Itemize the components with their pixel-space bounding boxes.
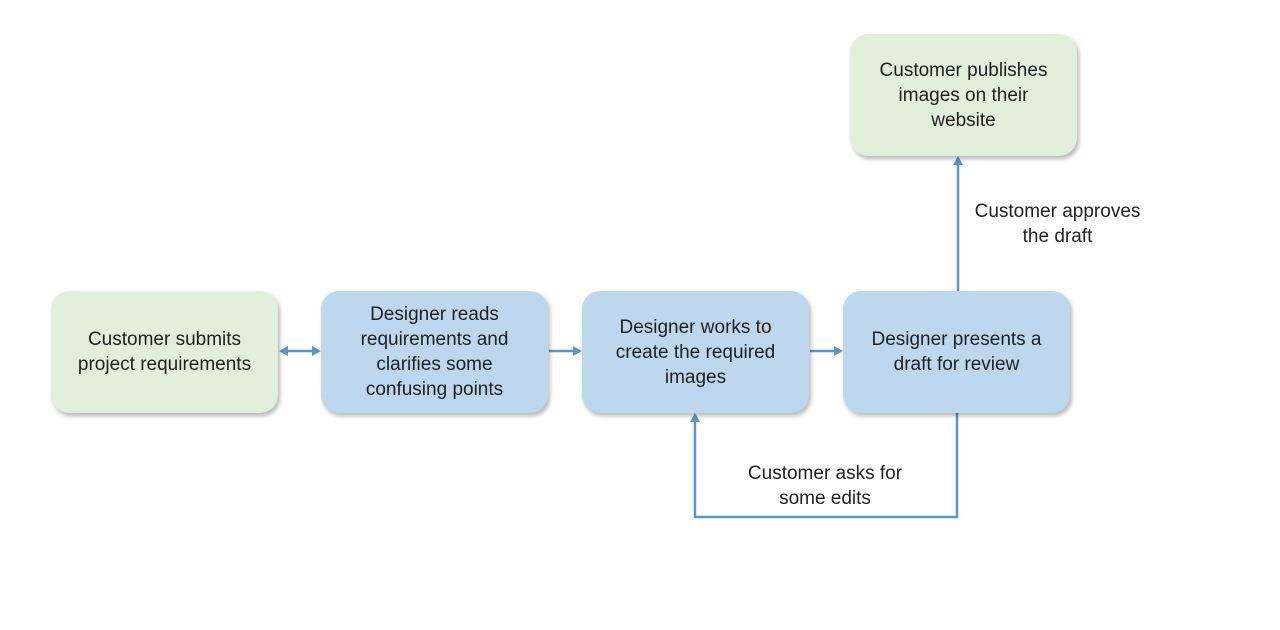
arrowhead-left (279, 346, 288, 356)
node-label: Designer reads requirements and clarifie… (360, 304, 509, 400)
edge-label-approves: Customer approves the draft (974, 201, 1141, 247)
node-designer-presents: Designer presents a draft for review (843, 291, 1070, 413)
node-designer-works: Designer works to create the required im… (582, 291, 809, 413)
connector-works-presents (810, 346, 843, 356)
node-designer-reads: Designer reads requirements and clarifie… (321, 291, 548, 413)
arrowhead-up (953, 156, 963, 165)
node-customer-submits: Customer submits project requirements (51, 291, 278, 413)
connector-presents-publishes (953, 156, 963, 291)
node-label: Designer presents a draft for review (871, 329, 1042, 375)
node-label: Customer submits project requirements (77, 329, 252, 375)
arrowhead-up (690, 413, 700, 422)
connector-reads-works (549, 346, 582, 356)
node-customer-publishes: Customer publishes images on their websi… (850, 34, 1077, 156)
connector-presents-works-loop (690, 413, 959, 519)
connector-submit-reads (279, 346, 321, 356)
arrowhead-right (312, 346, 321, 356)
node-label: Designer works to create the required im… (615, 316, 776, 388)
edge-label-edits: Customer asks for some edits (747, 463, 903, 509)
arrowhead-right (834, 346, 843, 356)
arrowhead-right (573, 346, 582, 356)
node-label: Customer publishes images on their websi… (879, 59, 1048, 131)
